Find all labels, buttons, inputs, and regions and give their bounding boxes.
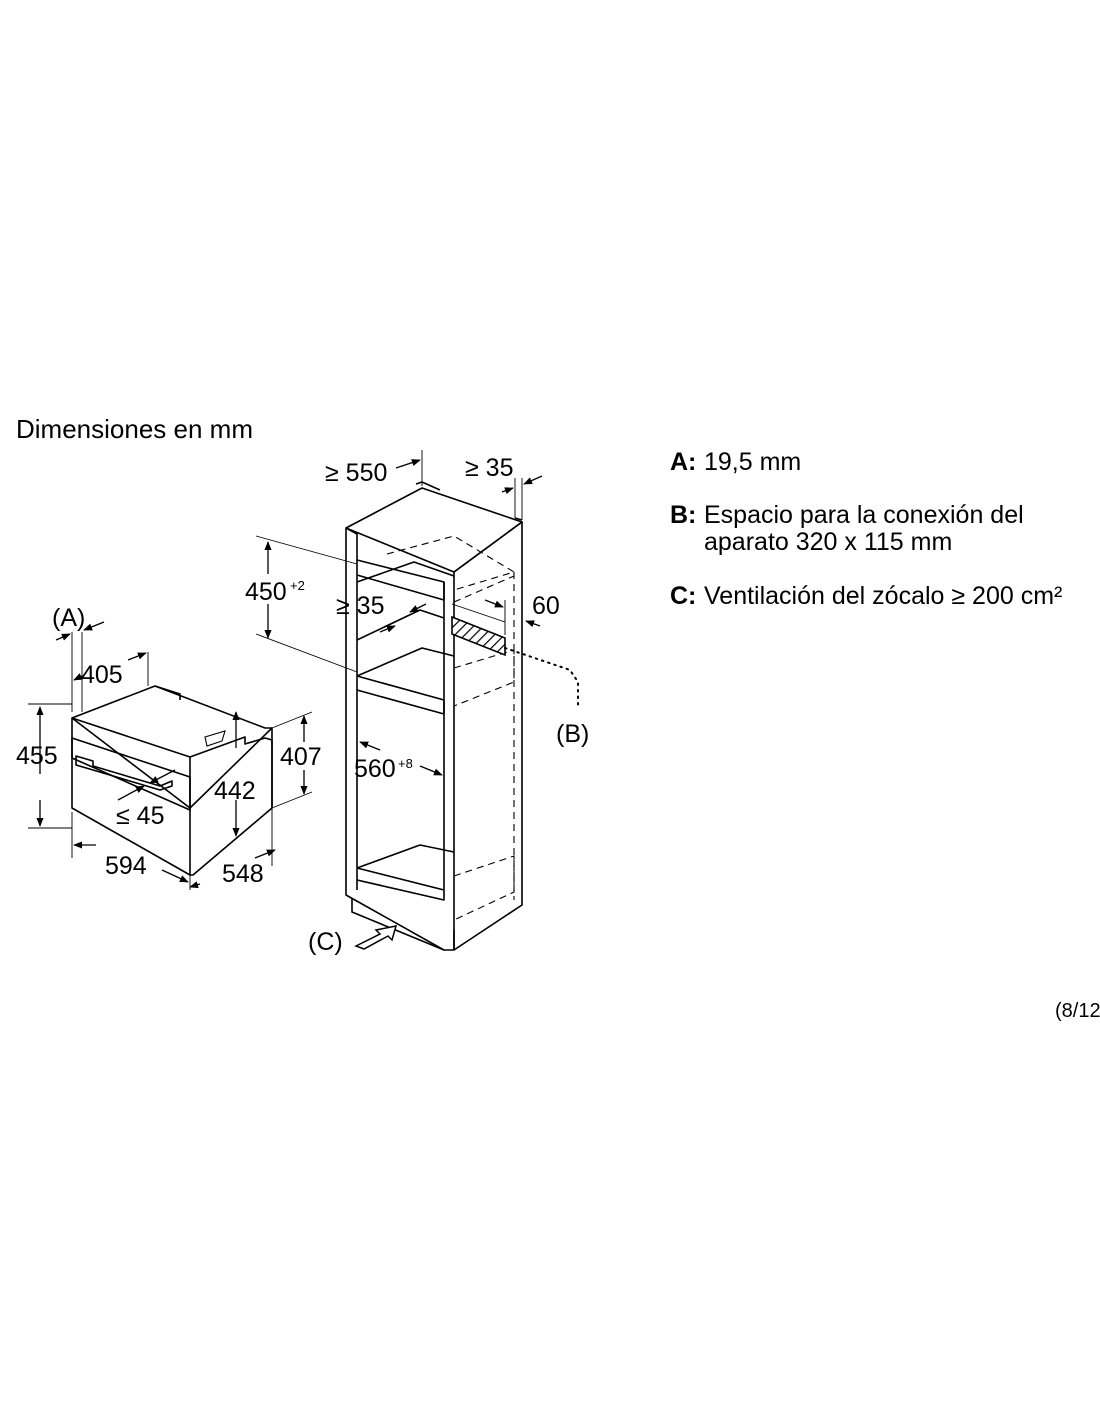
dim-35-top: ≥ 35 [465,454,513,482]
label-b: (B) [556,720,589,748]
label-a: (A) [52,604,85,632]
oven-dim-lines [28,621,313,890]
legend-text-b-line2: aparato 320 x 115 mm [704,528,952,556]
dim-550: ≥ 550 [325,459,387,487]
ventilation-arrow [354,925,398,950]
dim-455: 455 [16,742,58,770]
diagram-title: Dimensiones en mm [16,414,253,444]
legend: A: 19,5 mm B: Espacio para la conexión d… [670,448,1062,610]
label-c: (C) [308,928,343,956]
dim-560: 560 [354,755,396,783]
dim-450-tol: +2 [290,578,305,593]
legend-key-c: C: [670,582,696,610]
cabinet-drawing [345,481,579,951]
dim-560-tol: +8 [398,756,413,771]
dim-door-gap: ≤ 45 [116,802,164,830]
dim-60: 60 [532,592,560,620]
dim-548: 548 [222,860,264,888]
dim-407: 407 [280,743,322,771]
legend-text-a: 19,5 mm [704,448,801,476]
connection-area-hatch [451,615,506,657]
dim-450: 450 [245,578,287,606]
page-indicator: (8/12 [1055,1000,1100,1022]
legend-text-b-line1: Espacio para la conexión del [704,501,1024,529]
dim-594: 594 [105,852,147,880]
dim-442: 442 [214,777,256,805]
cabinet-dim-lines [255,450,543,950]
legend-text-c: Ventilación del zócalo ≥ 200 cm² [704,582,1062,610]
dim-35-inner: ≥ 35 [336,592,384,620]
dim-405: 405 [81,661,123,689]
legend-key-a: A: [670,448,696,476]
legend-key-b: B: [670,501,696,529]
